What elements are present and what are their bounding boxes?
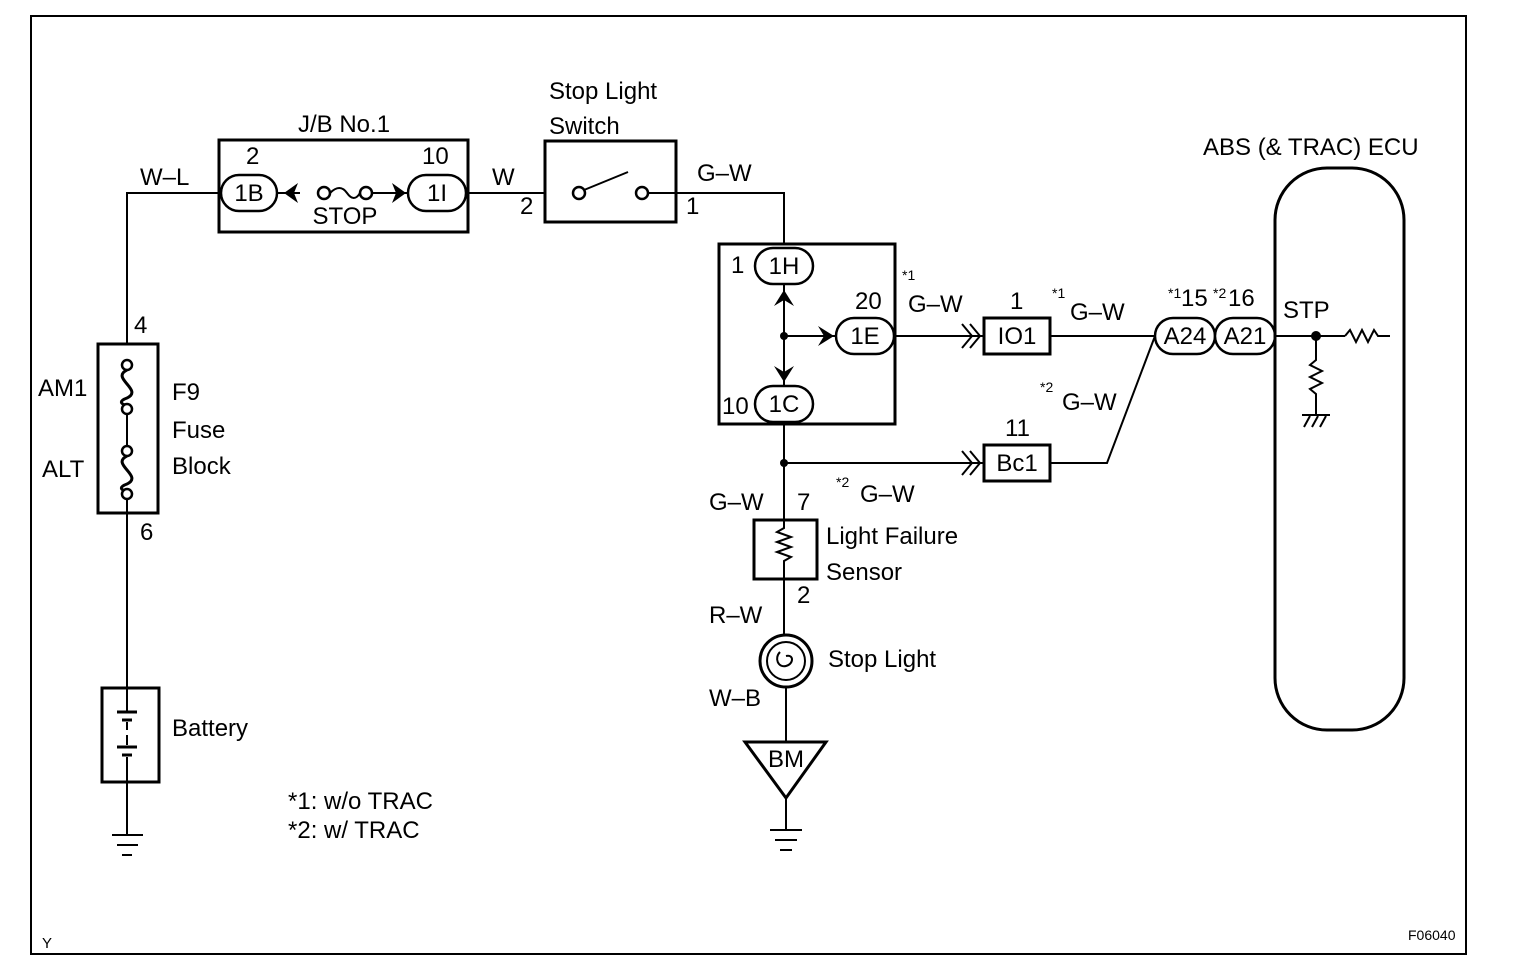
mark-2-a21: *2	[1213, 285, 1226, 301]
mark-2-upper: *2	[1040, 379, 1053, 395]
figure-id: F06040	[1408, 927, 1456, 943]
stop-light-switch	[543, 139, 678, 224]
corner-label: Y	[42, 935, 52, 952]
mark-1-e: *1	[902, 267, 915, 283]
fuse-pin-top: 4	[134, 312, 147, 339]
ground-point-bm-label: BM	[768, 746, 804, 773]
bc1-socket-icon	[961, 450, 982, 476]
jb-pin-left: 2	[246, 143, 259, 170]
mark-2-lower: *2	[836, 474, 849, 490]
sensor-resistor-icon	[774, 520, 794, 579]
io1-socket-icon	[961, 323, 982, 349]
wire-wl-label: W–L	[140, 164, 189, 191]
stop-switch-title-2: Switch	[549, 113, 620, 140]
fuse-alt-icon	[119, 444, 134, 501]
connector-bc1-label: Bc1	[996, 450, 1037, 477]
wire-gw-bc-lower-label: G–W	[860, 481, 915, 508]
connector-a24-label: A24	[1164, 323, 1207, 350]
battery-cell-icon	[117, 688, 137, 782]
connector-1b-label: 1B	[234, 180, 263, 207]
wire-wb-label: W–B	[709, 685, 761, 712]
wire-gw-io-label: G–W	[1070, 299, 1125, 326]
jb-pin-right: 10	[422, 143, 449, 170]
connector-1c-label: 1C	[769, 391, 800, 418]
connector-1h-label: 1H	[769, 253, 800, 280]
ground-point-bm	[742, 740, 829, 801]
stop-switch-pin-in: 2	[520, 193, 533, 220]
junction-pin-h: 1	[731, 252, 744, 279]
stop-switch-pin-out: 1	[686, 193, 699, 220]
sensor-name-2: Sensor	[826, 559, 902, 586]
wire-gw-switch-label: G–W	[697, 160, 752, 187]
junction-pin-c: 10	[722, 393, 749, 420]
connector-io1-label: IO1	[998, 323, 1037, 350]
fuse-alt-label: ALT	[42, 456, 85, 483]
sensor-name-1: Light Failure	[826, 523, 958, 550]
fuse-pin-bottom: 6	[140, 519, 153, 546]
wire-gw-sensor-label: G–W	[709, 489, 764, 516]
fuse-am1-label: AM1	[38, 375, 87, 402]
wire-gw-bc-upper	[1050, 335, 1156, 464]
wire-gw-bc-upper-label: G–W	[1062, 389, 1117, 416]
connector-1i-label: 1I	[427, 180, 447, 207]
a24-pin: 15	[1181, 285, 1208, 312]
battery	[100, 686, 161, 784]
bm-ground-icon	[770, 829, 802, 851]
abs-trac-ecu	[1273, 166, 1406, 732]
wire-gw-switch	[676, 192, 785, 248]
wire-wl	[126, 192, 221, 365]
stop-fuse-label: STOP	[313, 203, 378, 230]
a21-pin: 16	[1228, 285, 1255, 312]
ecu-pin-stp: STP	[1283, 297, 1330, 324]
stop-light-label: Stop Light	[828, 646, 936, 673]
stop-fuse-icon	[277, 183, 408, 203]
stop-switch-title-1: Stop Light	[549, 78, 657, 105]
junction-internal-icon	[774, 284, 836, 386]
sensor-pin-bottom: 2	[797, 582, 810, 609]
stop-light-bulb-icon	[758, 633, 814, 689]
sensor-pin-top: 7	[797, 489, 810, 516]
connector-a21-label: A21	[1224, 323, 1267, 350]
mark-1-io: *1	[1052, 285, 1065, 301]
legend-line-2: *2: w/ TRAC	[288, 817, 420, 844]
legend-line-1: *1: w/o TRAC	[288, 788, 433, 815]
ecu-input-circuit-icon	[1275, 327, 1390, 428]
fuse-block-name-1: F9	[172, 379, 200, 406]
mark-1-a24: *1	[1168, 285, 1181, 301]
bc1-pin: 11	[1005, 415, 1030, 442]
battery-ground-icon	[112, 834, 143, 856]
junction-pin-e: 20	[855, 288, 882, 315]
connector-io1	[982, 316, 1052, 356]
battery-label: Battery	[172, 715, 248, 742]
io1-pin: 1	[1010, 288, 1023, 315]
fuse-block-name-3: Block	[172, 453, 232, 480]
fuse-block-name-2: Fuse	[172, 417, 225, 444]
connector-1e-label: 1E	[850, 323, 879, 350]
wire-w-label: W	[492, 164, 515, 191]
diagram-frame	[30, 15, 1467, 955]
wire-rw-label: R–W	[709, 602, 763, 629]
ecu-title: ABS (& TRAC) ECU	[1203, 134, 1419, 161]
wire-gw-e-label: G–W	[908, 291, 963, 318]
jb-title: J/B No.1	[298, 111, 390, 138]
switch-contact-icon	[571, 171, 676, 201]
